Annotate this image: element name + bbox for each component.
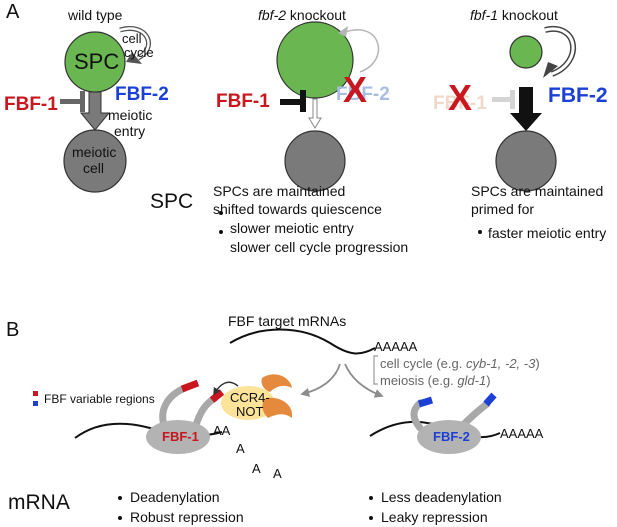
panel-b-letter: B <box>6 319 20 341</box>
ccr4-orange-bottom <box>262 397 293 418</box>
free-a-1: A <box>236 441 245 456</box>
left-bullet-1: Deadenylation <box>130 489 220 505</box>
wt-fbf1-inhibit-bar <box>80 91 85 112</box>
fbf1ko-fbf1-inhibit-bar-faded <box>510 90 515 109</box>
panel-a-row-label: SPC <box>150 190 194 213</box>
wt-entry-label-1: meiotic <box>108 107 153 123</box>
fbf1ko-meiotic-cell-circle <box>495 130 557 192</box>
fbf2ko-fbf1-inhibit-line <box>280 99 300 105</box>
right-bullet-1: Less deadenylation <box>381 489 502 505</box>
fbf2ko-bullet-2: slower cell cycle progression <box>230 239 409 255</box>
fbf1-protein-label: FBF-1 <box>162 429 199 444</box>
fbf1ko-title-rest: knockout <box>498 7 558 23</box>
fbf1ko-summary-line1: SPCs are maintained <box>471 183 604 199</box>
panel-a-letter: A <box>6 1 20 23</box>
wt-fbf1-inhibit-line <box>60 99 80 104</box>
panel-b-row-label: mRNA <box>8 491 70 514</box>
free-a-3: A <box>273 466 282 481</box>
legend-variable-regions: FBF variable regions <box>44 392 155 406</box>
fbf1ko-faded-fbf1-label: FBF-1 <box>433 93 487 114</box>
fbf1-variable-region-right <box>209 389 225 403</box>
targets-meiosis-suffix: ) <box>486 373 491 388</box>
fbf1ko-meiotic-entry-arrow <box>510 87 542 131</box>
arrow-to-fbf1 <box>300 363 341 397</box>
fbf2ko-title: fbf-2 knockout <box>258 8 346 22</box>
wt-title: wild type <box>68 7 123 23</box>
wt-fbf1-label: FBF-1 <box>4 94 58 115</box>
fbf1ko-fbf1-inhibit-line-faded <box>492 97 510 102</box>
fbf2ko-spc-circle <box>276 21 354 99</box>
ccr4-label-1: CCR4- <box>230 390 270 405</box>
fbf2-variable-region-right <box>483 392 497 407</box>
targets-title: FBF target mRNAs <box>228 313 347 329</box>
fbf2ko-title-gene: fbf-2 <box>258 7 287 23</box>
legend-blue-mark <box>33 401 38 406</box>
arrow-to-fbf2 <box>344 363 384 398</box>
legend-red-mark <box>33 391 38 396</box>
wt-meiotic-cell-label-2: cell <box>83 160 105 176</box>
fbf1-tail-right <box>191 394 219 432</box>
wt-cycle-arrowhead <box>126 52 142 64</box>
fbf2ko-summary-line1: SPCs are maintained <box>213 183 346 199</box>
fbf2-variable-region-left <box>417 396 434 408</box>
fbf2ko-fbf1-inhibit-bar <box>300 90 306 112</box>
wt-meiotic-entry-arrow <box>79 91 111 131</box>
fbf2ko-x-mark: X <box>343 69 368 110</box>
fbf1ko-title-gene: fbf-1 <box>470 7 499 23</box>
fbf2ko-title-rest: knockout <box>286 7 346 23</box>
targets-meiosis-prefix: meiosis (e.g. <box>380 373 458 388</box>
wt-meiotic-cell-label-1: meiotic <box>72 144 117 160</box>
fbf2ko-cycle-arrow-faded <box>342 29 380 73</box>
fbf1ko-x-mark: X <box>448 77 473 118</box>
wt-entry-label-2: entry <box>114 123 146 139</box>
targets-cell-cycle-prefix: cell cycle (e.g. <box>380 356 466 371</box>
free-a-2: A <box>252 461 261 476</box>
ccr4-orange-top <box>261 374 292 392</box>
fbf1-protein-body <box>146 420 210 454</box>
targets-cell-cycle-genes: cyb-1, -2, -3 <box>465 356 536 371</box>
fbf1ko-cycle-arrowhead <box>543 62 558 78</box>
fbf2-long-tail: AAAAA <box>500 426 544 441</box>
ccr4-action-arrow <box>213 381 239 396</box>
targets-cell-cycle: cell cycle (e.g. cyb-1, -2, -3) <box>380 357 540 370</box>
ccr4-label-2: NOT <box>236 404 264 419</box>
target-mrna-wave <box>229 328 376 355</box>
targets-cell-cycle-suffix: ) <box>535 356 540 371</box>
wt-fbf2-label: FBF-2 <box>115 84 169 105</box>
fbf2ko-fbf1-label: FBF-1 <box>216 91 270 112</box>
left-bullet-2: Robust repression <box>130 509 244 525</box>
fbf2ko-bullet-1: slower meiotic entry <box>230 220 354 236</box>
fbf1ko-title: fbf-1 knockout <box>470 8 558 22</box>
fbf1ko-spc-circle <box>509 35 543 69</box>
wt-cycle-label-1: cell <box>122 31 142 46</box>
right-bullet-2: Leaky repression <box>381 509 488 525</box>
targets-meiosis: meiosis (e.g. gld-1) <box>380 374 491 387</box>
target-polya: AAAAA <box>374 339 418 354</box>
targets-meiosis-genes: gld-1 <box>457 373 487 388</box>
fbf2ko-summary-line2: shifted towards quiescence <box>213 201 382 217</box>
fbf1-short-tail: AA <box>213 423 231 438</box>
fbf2-protein-body <box>417 420 481 454</box>
targets-bracket <box>373 355 378 385</box>
wt-spc-label: SPC <box>74 49 120 74</box>
fbf2ko-meiotic-cell-circle <box>284 130 346 192</box>
fbf2-tail-left <box>410 399 424 432</box>
fbf2ko-faded-fbf2-label: FBF-2 <box>336 84 390 105</box>
fbf1ko-fbf2-label: FBF-2 <box>548 84 608 107</box>
fbf2-protein-label: FBF-2 <box>433 429 470 444</box>
fbf2ko-meiotic-entry-arrow <box>308 98 322 129</box>
wt-meiotic-cell-circle <box>63 129 127 193</box>
fbf1-variable-region-left <box>180 379 200 393</box>
wt-cycle-label-2: cycle <box>124 45 154 60</box>
fbf1ko-bullet-1: faster meiotic entry <box>488 225 607 241</box>
ccr4-not-complex <box>221 386 275 420</box>
fbf1ko-summary-line2: primed for <box>471 201 535 217</box>
